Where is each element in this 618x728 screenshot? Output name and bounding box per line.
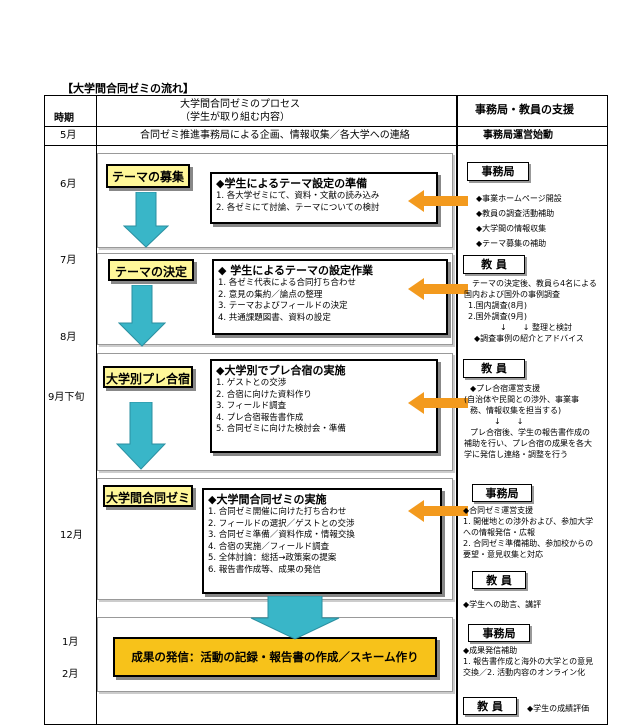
stage4-item: 3. 合同ゼミ準備／資料作成・情報交換 xyxy=(208,530,355,540)
stage2-label: テーマの決定 xyxy=(108,259,194,281)
blue-arrow-3 xyxy=(116,402,166,470)
stage4-item: 6. 報告書作成等、成果の発信 xyxy=(208,564,321,575)
divider-period xyxy=(96,95,97,725)
support1-label: 事務局 xyxy=(467,162,529,181)
month-august: 8月 xyxy=(60,332,77,343)
orange-arrow-1 xyxy=(408,190,468,212)
support3-label: 教 員 xyxy=(463,359,525,378)
support4-item: 要望・意見収集と対応 xyxy=(463,550,543,559)
blue-arrow-1 xyxy=(123,192,169,248)
support5-list: ◆成果発信補助 1. 報告書作成と海外の大学との意見 交換／2. 活動内容のオン… xyxy=(463,645,593,678)
support2-item: 1.国内調査(8月) xyxy=(468,301,527,310)
support3-item: 務、情報収集を担当する) xyxy=(470,406,562,415)
support4-item2: ◆学生への助言、講評 xyxy=(463,600,542,609)
support1-list: ◆事業ホームページ開設 ◆教員の調査活動補助 ◆大学間の情報収集 ◆テーマ募集の… xyxy=(476,191,562,251)
stage3-item: 5. 合同ゼミに向けた検討会・準備 xyxy=(216,424,346,434)
stage2-item: 3. テーマおよびフィールドの決定 xyxy=(218,301,348,311)
header-period: 時期 xyxy=(54,113,74,124)
month-december: 12月 xyxy=(60,530,83,541)
stage4-item: 4. 合宿の実施／フィールド調査 xyxy=(208,541,330,552)
month-september: 9月下旬 xyxy=(48,392,85,403)
month-july: 7月 xyxy=(60,255,77,266)
stage2-box: ◆ 学生によるテーマの設定作業 1. 各ゼミ代表による合同打ち合わせ 2. 意見… xyxy=(212,259,448,335)
support2-item: ◆調査事例の紹介とアドバイス xyxy=(474,334,584,343)
diagram-title: 【大学間合同ゼミの流れ】 xyxy=(62,82,194,95)
stage2-item: 4. 共通課題図書、資料の設定 xyxy=(218,312,331,323)
may-process: 合同ゼミ推進事務局による企画、情報収集／各大学への連絡 xyxy=(140,130,410,141)
support4-label2: 教 員 xyxy=(472,571,526,589)
support1-item: ◆事業ホームページ開設 xyxy=(476,194,562,203)
stage1-label: テーマの募集 xyxy=(106,164,190,188)
support4-label: 事務局 xyxy=(472,484,532,502)
may-support: 事務局運営始動 xyxy=(483,130,553,141)
support4-item: 2. 合同ゼミ準備補助、参加校からの xyxy=(463,539,594,548)
divider-support xyxy=(456,95,458,725)
stage2-item: 1. 各ゼミ代表による合同打ち合わせ xyxy=(218,278,357,288)
support2-item: ↓ ↓ 整理と検討 xyxy=(500,323,572,332)
support3-item: 学に発信し連絡・調整を行う xyxy=(464,450,568,459)
stage3-item: 4. プレ合宿報告書作成 xyxy=(216,412,304,423)
final-text: 成果の発信：活動の記録・報告書の作成／スキーム作り xyxy=(131,650,419,664)
support1-item: ◆テーマ募集の補助 xyxy=(476,239,547,248)
orange-arrow-2 xyxy=(408,278,468,300)
support5-item: 1. 報告書作成と海外の大学との意見 xyxy=(463,657,594,666)
stage3-box: ◆大学別でプレ合宿の実施 1. ゲストとの交渉 2. 合宿に向けた資料作り 3.… xyxy=(210,359,438,453)
header-process-line2: （学生が取り組む内容） xyxy=(180,112,290,123)
support2-item: 2.国外調査(9月) xyxy=(468,312,527,321)
month-february: 2月 xyxy=(62,669,79,680)
may-line xyxy=(44,145,608,146)
month-january: 1月 xyxy=(62,637,79,648)
stage1-title: ◆学生によるテーマ設定の準備 xyxy=(216,177,368,190)
month-may: 5月 xyxy=(60,130,77,141)
support5-item: ◆成果発信補助 xyxy=(463,646,518,655)
support2-item: テーマの決定後、教員ら4名による xyxy=(472,279,597,288)
support3-item: (自治体や民間との渉外、事業事 xyxy=(464,395,580,404)
stage1-box: ◆学生によるテーマ設定の準備 1. 各大学ゼミにて、資料・文献の読み込み 2. … xyxy=(210,172,438,224)
orange-arrow-4 xyxy=(408,500,468,522)
stage1-item: 2. 各ゼミにて討論、テーマについての検討 xyxy=(216,202,380,213)
support4-item: 1. 開催地との渉外および、参加大学 xyxy=(463,517,594,526)
blue-arrow-2 xyxy=(118,285,166,347)
support5-label2: 教 員 xyxy=(463,697,517,715)
stage3-item: 2. 合宿に向けた資料作り xyxy=(216,389,312,400)
support2-list: テーマの決定後、教員ら4名による 国内および国外の事例調査 1.国内調査(8月)… xyxy=(464,278,597,344)
stage2-title: ◆ 学生によるテーマの設定作業 xyxy=(218,264,373,277)
support4-item: への情報発信・広報 xyxy=(463,528,535,537)
stage4-label: 大学間合同ゼミ xyxy=(103,485,193,507)
support2-item: 国内および国外の事例調査 xyxy=(464,290,560,299)
stage3-title: ◆大学別でプレ合宿の実施 xyxy=(216,364,346,377)
stage3-item: 3. フィールド調査 xyxy=(216,401,287,411)
month-june: 6月 xyxy=(60,179,77,190)
stage4-item: 1. 合同ゼミ開催に向けた打ち合わせ xyxy=(208,507,347,517)
support1-item: ◆教員の調査活動補助 xyxy=(476,209,555,218)
header-process-line1: 大学間合同ゼミのプロセス xyxy=(180,99,300,110)
support2-label: 教 員 xyxy=(463,255,525,274)
stage1-item: 1. 各大学ゼミにて、資料・文献の読み込み xyxy=(216,191,380,201)
support3-item: プレ合宿後、学生の報告書作成の xyxy=(470,428,590,437)
support3-list: ◆プレ合宿運営支援 (自治体や民間との渉外、事業事 務、情報収集を担当する) ↓… xyxy=(464,383,592,460)
blue-arrow-4 xyxy=(250,596,340,640)
support3-item: ◆プレ合宿運営支援 xyxy=(470,384,541,393)
support5-item2: ◆学生の成績評価 xyxy=(527,704,590,713)
stage4-item: 5. 全体討論：総括→政策案の提案 xyxy=(208,553,337,563)
support3-item: ↓ ↓ xyxy=(494,417,524,426)
orange-arrow-3 xyxy=(408,392,468,414)
support5-label: 事務局 xyxy=(468,624,530,642)
support1-item: ◆大学間の情報収集 xyxy=(476,224,547,233)
support4-item: ◆合同ゼミ運営支援 xyxy=(463,506,534,515)
final-box: 成果の発信：活動の記録・報告書の作成／スキーム作り xyxy=(113,637,437,677)
outer-frame xyxy=(44,95,608,725)
stage2-item: 2. 意見の集約／論点の整理 xyxy=(218,289,323,300)
stage3-label: 大学別プレ合宿 xyxy=(103,366,193,388)
support5-item: 交換／2. 活動内容のオンライン化 xyxy=(463,668,586,677)
stage4-box: ◆大学間合同ゼミの実施 1. 合同ゼミ開催に向けた打ち合わせ 2. フィールドの… xyxy=(202,488,442,594)
stage3-item: 1. ゲストとの交渉 xyxy=(216,378,287,388)
header-support: 事務局・教員の支援 xyxy=(475,103,574,116)
support4-list: ◆合同ゼミ運営支援 1. 開催地との渉外および、参加大学 への情報発信・広報 2… xyxy=(463,505,593,560)
stage4-item: 2. フィールドの選択／ゲストとの交渉 xyxy=(208,518,355,529)
header-line xyxy=(44,126,608,127)
stage4-title: ◆大学間合同ゼミの実施 xyxy=(208,493,327,506)
support3-item: 補助を行い、プレ合宿の成果を各大 xyxy=(464,439,592,448)
